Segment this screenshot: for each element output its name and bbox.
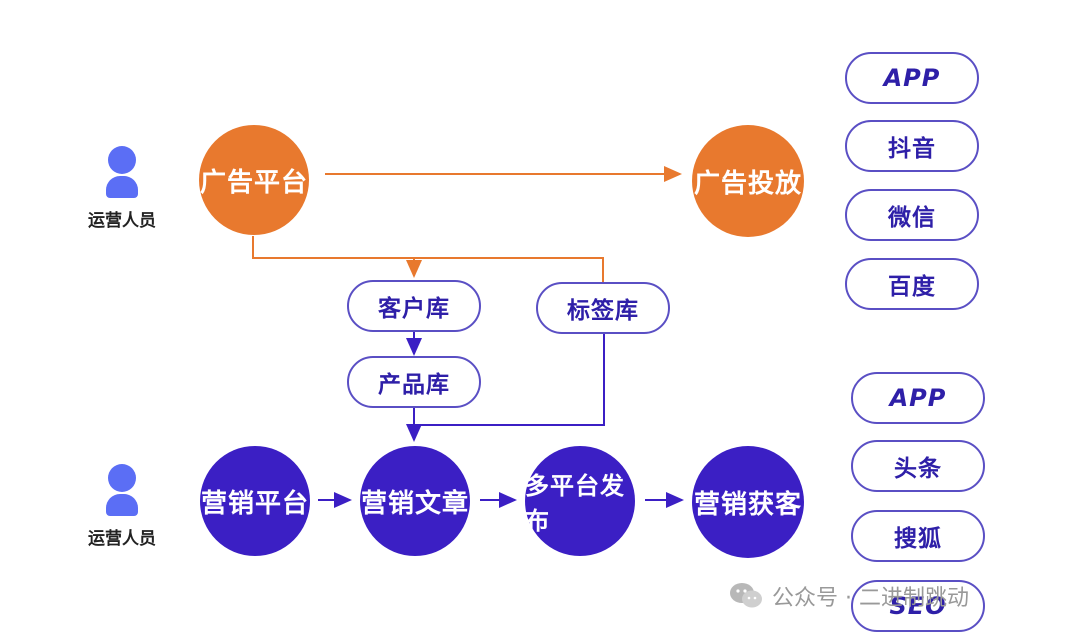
person-icon [108,464,136,492]
ad-channel-baidu: 百度 [845,258,979,310]
product-library-node: 产品库 [347,356,481,408]
operator-label: 运营人员 [88,211,156,231]
watermark: 公众号 · 二进制跳动 [728,578,1048,614]
operator-person-top: 运营人员 [76,146,168,231]
operator-person-bottom: 运营人员 [76,464,168,549]
ad-channel-app: APP [845,52,979,104]
watermark-text: 公众号 · 二进制跳动 [772,586,969,611]
ad-delivery-node: 广告投放 [692,125,804,237]
marketing-platform-node: 营销平台 [200,446,310,556]
line-tag-to-article [414,334,605,426]
person-icon [108,146,136,174]
marketing-channel-seo: SEO [851,580,985,632]
multi-platform-publish-node: 多平台发布 [525,446,635,556]
marketing-channel-sohu: 搜狐 [851,510,985,562]
ad-channel-douyin: 抖音 [845,120,979,172]
ad-platform-node: 广告平台 [199,125,309,235]
customer-library-node: 客户库 [347,280,481,332]
marketing-channel-toutiao: 头条 [851,440,985,492]
marketing-channel-app: APP [851,372,985,424]
tag-library-node: 标签库 [536,282,670,334]
line-adplatform-branch [252,236,604,282]
ad-channel-wechat: 微信 [845,189,979,241]
marketing-article-node: 营销文章 [360,446,470,556]
operator-label: 运营人员 [88,529,156,549]
marketing-acquisition-node: 营销获客 [692,446,804,558]
wechat-icon [730,583,762,608]
